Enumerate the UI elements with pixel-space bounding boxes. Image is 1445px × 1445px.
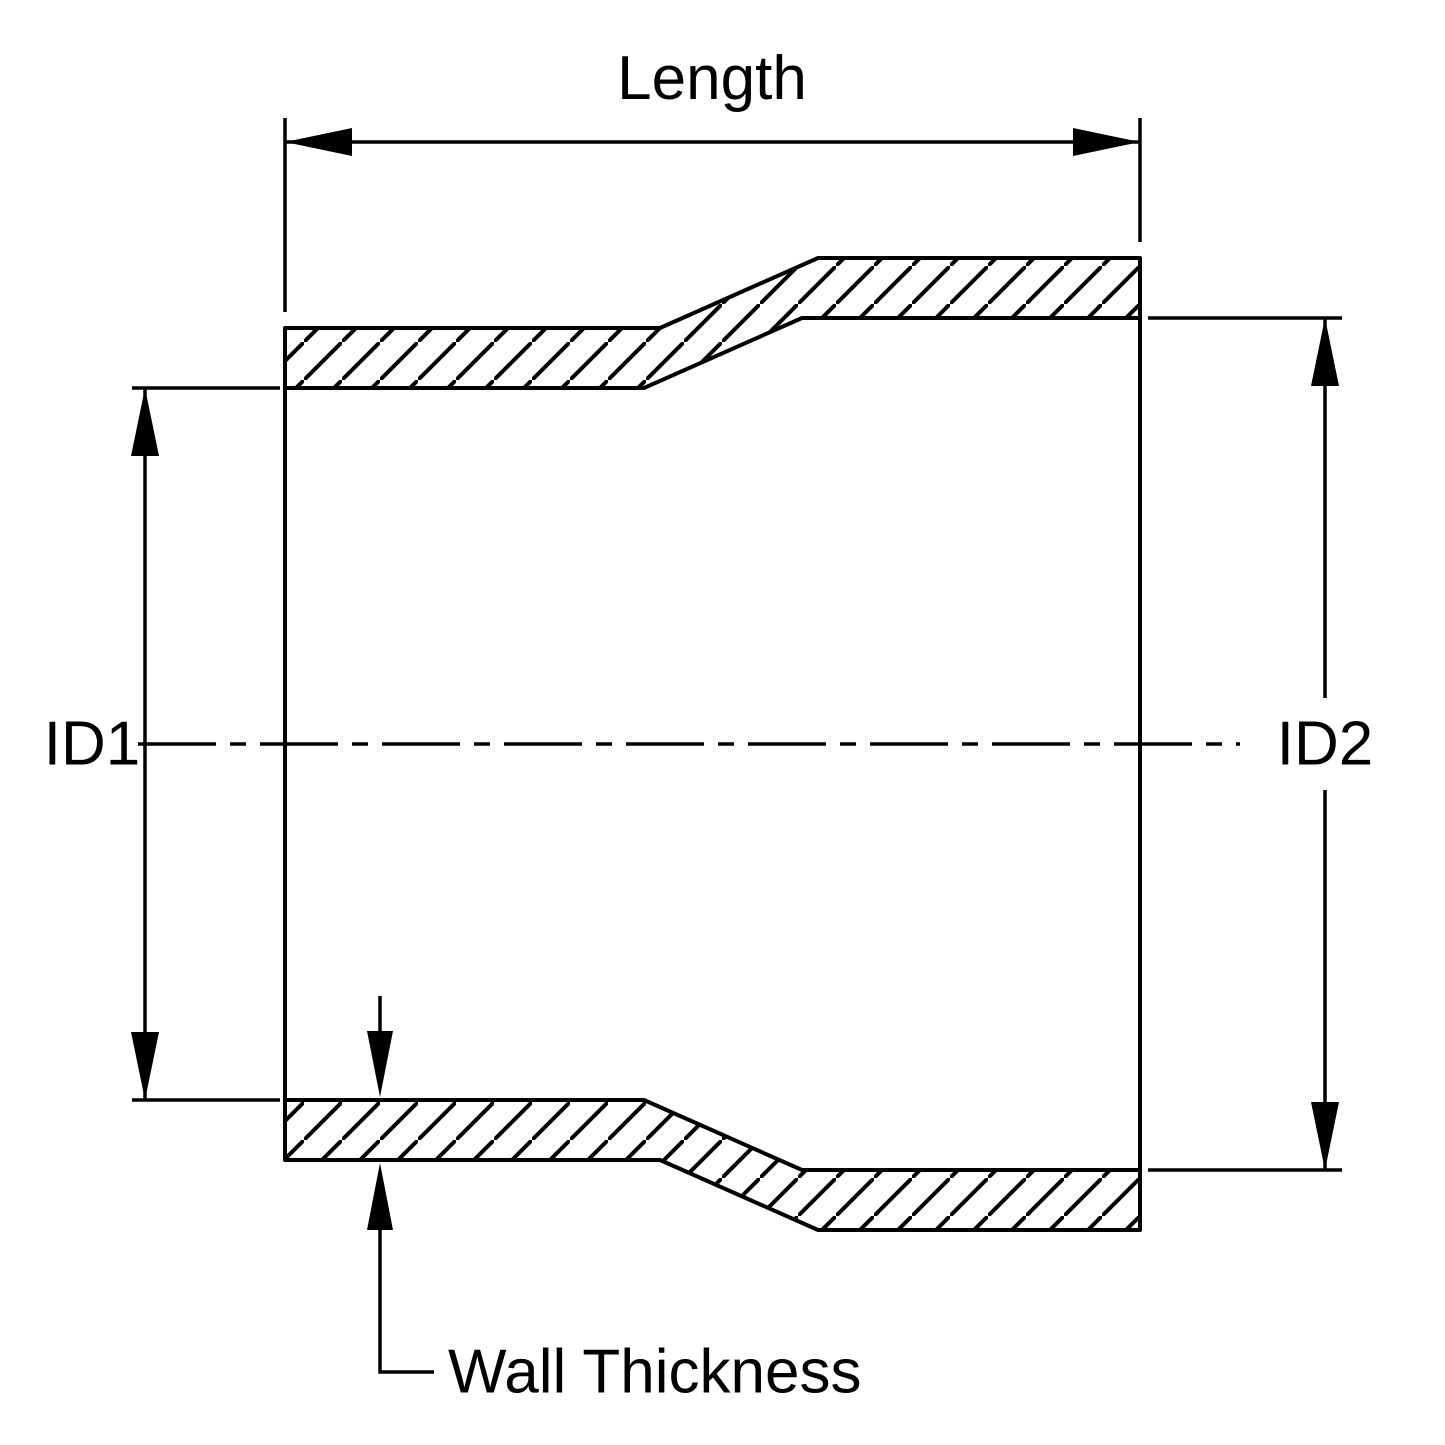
id2-dimension: ID2 (1148, 316, 1373, 1172)
id1-dimension: ID1 (44, 386, 280, 1102)
length-dimension: Length (283, 44, 1142, 312)
id1-arrow-up-icon (131, 388, 159, 456)
length-label: Length (617, 44, 807, 113)
coupler-body (138, 256, 1240, 1232)
wall-thickness-arrow-down-icon (367, 1031, 393, 1097)
id1-arrow-down-icon (131, 1032, 159, 1100)
id2-arrow-up-icon (1311, 318, 1339, 386)
length-arrow-left-icon (285, 128, 352, 156)
id1-label: ID1 (44, 710, 140, 779)
id2-arrow-down-icon (1311, 1102, 1339, 1170)
top-wall-section (283, 256, 1142, 390)
wall-thickness-arrow-up-icon (367, 1163, 393, 1230)
wall-thickness-dimension: Wall Thickness (367, 996, 861, 1407)
wall-thickness-leader-lower (378, 1228, 434, 1374)
wall-thickness-label: Wall Thickness (448, 1338, 861, 1407)
id2-label: ID2 (1277, 710, 1373, 779)
bottom-wall-section (283, 1098, 1142, 1232)
length-arrow-right-icon (1073, 128, 1140, 156)
